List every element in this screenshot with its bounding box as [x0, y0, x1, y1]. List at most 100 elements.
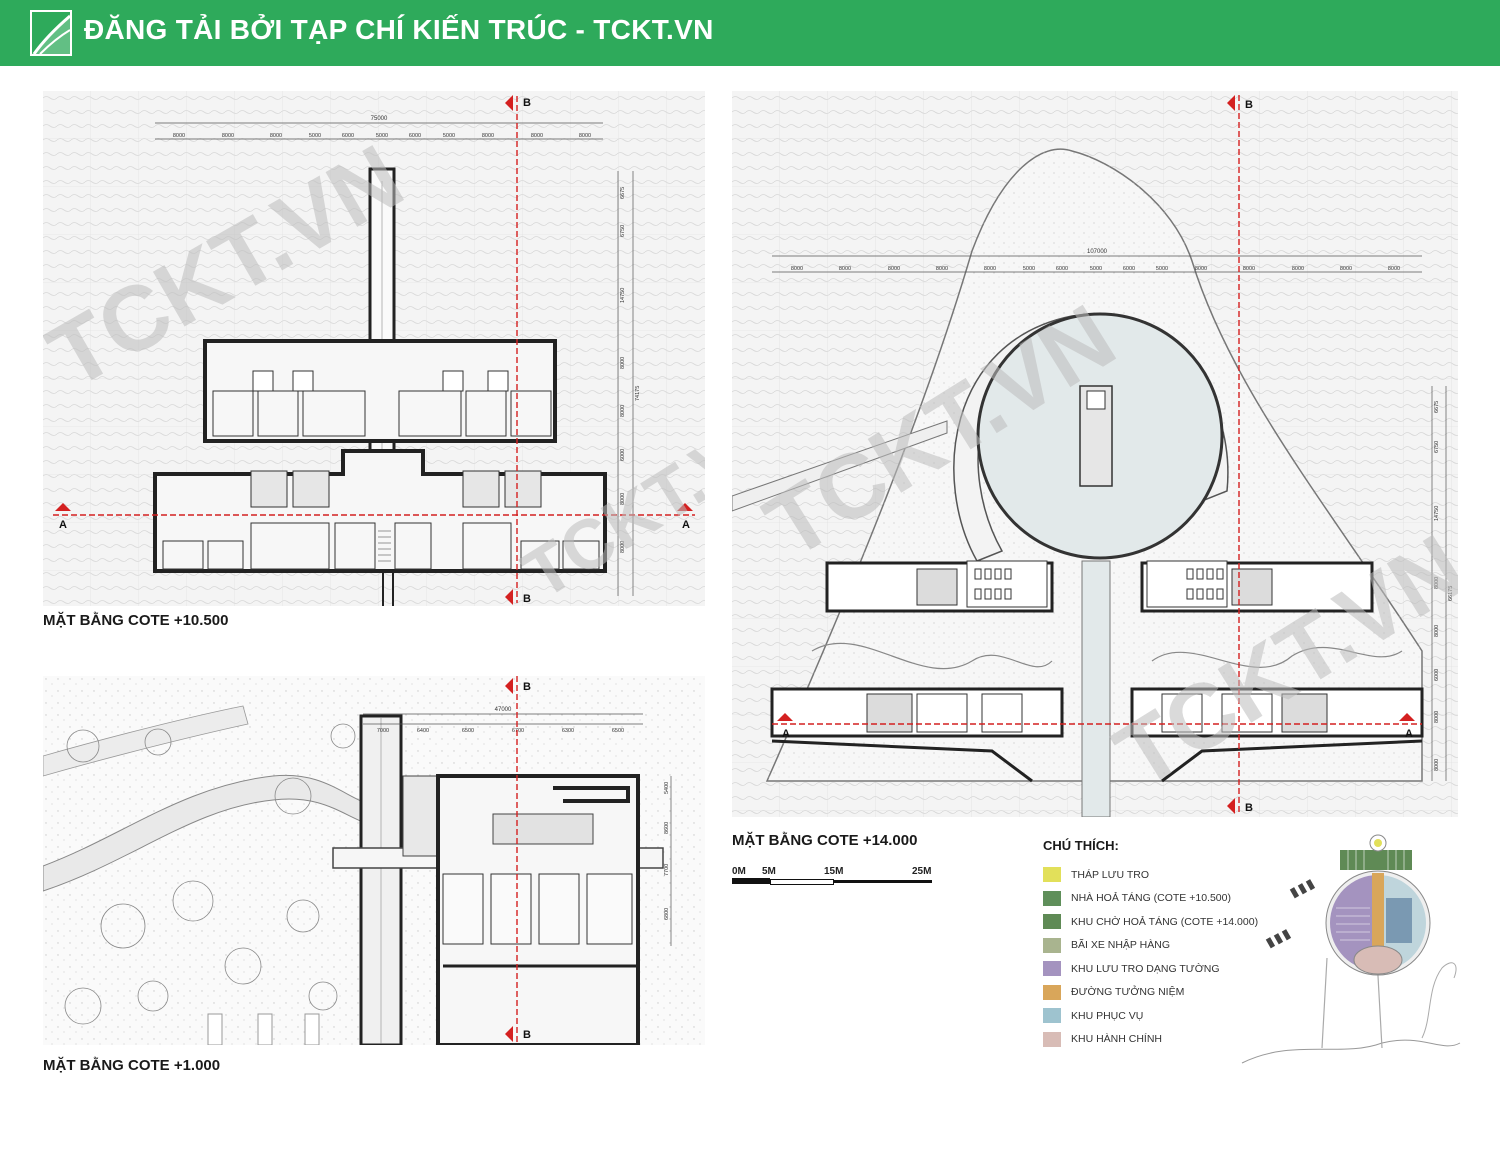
- legend-swatch: [1043, 1031, 1061, 1047]
- legend-label: BÃI XE NHẬP HÀNG: [1071, 939, 1171, 952]
- dimension-label: 6000: [1056, 266, 1068, 272]
- dimension-label: 5000: [309, 133, 321, 139]
- legend-swatch: [1043, 937, 1061, 953]
- dimension-label: 8000: [1340, 266, 1352, 272]
- vertical-dimension-label: 6000: [620, 449, 626, 461]
- legend-label: KHU HÀNH CHÍNH: [1071, 1033, 1163, 1046]
- dimension-label: 8000: [531, 133, 543, 139]
- section-a-label: A: [682, 519, 690, 531]
- legend-item: KHU LƯU TRO DẠNG TƯỜNG: [1043, 957, 1273, 981]
- dimension-label: 6400: [417, 728, 429, 734]
- dimension-label: 5000: [1156, 266, 1168, 272]
- dimension-label: 8000: [839, 266, 851, 272]
- scale-label: 15M: [824, 866, 844, 877]
- dimension-label: 6500: [612, 728, 624, 734]
- caption-cote-10500: MẶT BẰNG COTE +10.500: [43, 612, 229, 629]
- legend-item: THÁP LƯU TRO: [1043, 863, 1273, 887]
- caption-cote-14000: MẶT BẰNG COTE +14.000: [732, 832, 918, 849]
- vertical-dimension-label: 8000: [1434, 625, 1440, 637]
- legend-item: NHÀ HOẢ TÁNG (COTE +10.500): [1043, 887, 1273, 911]
- legend-label: ĐƯỜNG TƯỞNG NIỆM: [1071, 986, 1185, 999]
- dimension-label: 6300: [562, 728, 574, 734]
- dimension-label: 8000: [791, 266, 803, 272]
- dimension-label: 6000: [409, 133, 421, 139]
- overall-dimension: 47000: [495, 707, 512, 713]
- dimension-label: 8000: [482, 133, 494, 139]
- vertical-dimension-label: 5400: [664, 782, 670, 794]
- dimension-label: 8000: [1243, 266, 1255, 272]
- dimension-label: 5000: [376, 133, 388, 139]
- overall-dimension: 107000: [1087, 249, 1108, 255]
- dimension-label: 8000: [173, 133, 185, 139]
- section-a-label: A: [782, 728, 790, 740]
- legend-item: KHU CHỜ HOẢ TÁNG (COTE +14.000): [1043, 910, 1273, 934]
- legend-swatch: [1043, 914, 1061, 930]
- dimension-label: 8000: [936, 266, 948, 272]
- dimension-label: 6500: [462, 728, 474, 734]
- tckt-logo-icon: [30, 10, 72, 56]
- vertical-total-dimension: 74175: [635, 386, 641, 401]
- dimension-label: 6000: [1123, 266, 1135, 272]
- vertical-dimension-label: 6000: [1434, 669, 1440, 681]
- vertical-total-dimension: 66175: [1448, 586, 1454, 601]
- vertical-dimension-label: 8000: [1434, 711, 1440, 723]
- dimension-label: 5000: [443, 133, 455, 139]
- dimension-label: 8000: [984, 266, 996, 272]
- vertical-dimension-label: 8600: [664, 822, 670, 834]
- vertical-dimension-label: 7700: [664, 864, 670, 876]
- section-b-label: B: [523, 593, 531, 605]
- legend-item: ĐƯỜNG TƯỞNG NIỆM: [1043, 981, 1273, 1005]
- vertical-dimension-label: 8000: [620, 493, 626, 505]
- legend-label: THÁP LƯU TRO: [1071, 868, 1150, 881]
- vertical-dimension-label: 8000: [1434, 759, 1440, 771]
- legend-title: CHÚ THÍCH:: [1043, 838, 1119, 853]
- dimension-label: 7000: [377, 728, 389, 734]
- vertical-dimension-label: 6675: [620, 187, 626, 199]
- dimension-label: 8000: [888, 266, 900, 272]
- vertical-dimension-label: 8000: [620, 541, 626, 553]
- section-b-label: B: [1245, 99, 1253, 111]
- legend: CHÚ THÍCH: THÁP LƯU TRO NHÀ HOẢ TÁNG (CO…: [1043, 838, 1273, 1051]
- legend-label: KHU LƯU TRO DẠNG TƯỜNG: [1071, 962, 1220, 975]
- legend-label: KHU PHỤC VỤ: [1071, 1009, 1144, 1022]
- dimension-label: 8000: [222, 133, 234, 139]
- scale-bar-segment: [770, 879, 834, 885]
- caption-cote-1000: MẶT BẰNG COTE +1.000: [43, 1057, 221, 1074]
- dimension-label: 5000: [1023, 266, 1035, 272]
- legend-label: KHU CHỜ HOẢ TÁNG (COTE +14.000): [1071, 915, 1259, 928]
- scale-bar: 0M 5M 15M 25M: [732, 866, 937, 890]
- site-key-plan: [1232, 828, 1462, 1078]
- vertical-dimension-label: 8000: [620, 405, 626, 417]
- legend-item: KHU HÀNH CHÍNH: [1043, 1028, 1273, 1052]
- section-b-label: B: [523, 681, 531, 693]
- overall-dimension: 75000: [371, 116, 388, 122]
- scale-label: 25M: [912, 866, 932, 877]
- section-a-label: A: [59, 519, 67, 531]
- dimension-label: 8000: [1292, 266, 1304, 272]
- header-banner: ĐĂNG TẢI BỞI TẠP CHÍ KIẾN TRÚC - TCKT.VN: [0, 0, 1500, 66]
- page-title: ĐĂNG TẢI BỞI TẠP CHÍ KIẾN TRÚC - TCKT.VN: [84, 14, 714, 45]
- dimension-label: 8000: [1195, 266, 1207, 272]
- vertical-dimension-label: 8000: [620, 357, 626, 369]
- dimension-label: 8000: [270, 133, 282, 139]
- legend-label: NHÀ HOẢ TÁNG (COTE +10.500): [1071, 892, 1231, 905]
- plan-cote-10500: 75000 8000 8000 8000 5000 6000 5000 6000…: [43, 91, 705, 606]
- vertical-dimension-label: 6750: [620, 225, 626, 237]
- legend-swatch: [1043, 890, 1061, 906]
- vertical-dimension-label: 6750: [1434, 441, 1440, 453]
- scale-label: 5M: [762, 866, 776, 877]
- vertical-dimension-label: 6675: [1434, 401, 1440, 413]
- vertical-dimension-label: 6800: [664, 908, 670, 920]
- vertical-dimension-label: 8000: [1434, 577, 1440, 589]
- section-b-label: B: [523, 1029, 531, 1041]
- plan-cote-1000: 47000 7000 6400 6500 6700 6300 6500 5400…: [43, 676, 705, 1045]
- legend-swatch: [1043, 961, 1061, 977]
- plan-cote-14000: 107000 8000 8000 8000 8000 8000 5000 600…: [732, 91, 1458, 817]
- section-b-label: B: [1245, 802, 1253, 814]
- legend-item: KHU PHỤC VỤ: [1043, 1004, 1273, 1028]
- scale-label: 0M: [732, 866, 746, 877]
- legend-swatch: [1043, 984, 1061, 1000]
- vertical-dimension-label: 14750: [1434, 506, 1440, 521]
- legend-swatch: [1043, 1008, 1061, 1024]
- section-a-label: A: [1405, 728, 1413, 740]
